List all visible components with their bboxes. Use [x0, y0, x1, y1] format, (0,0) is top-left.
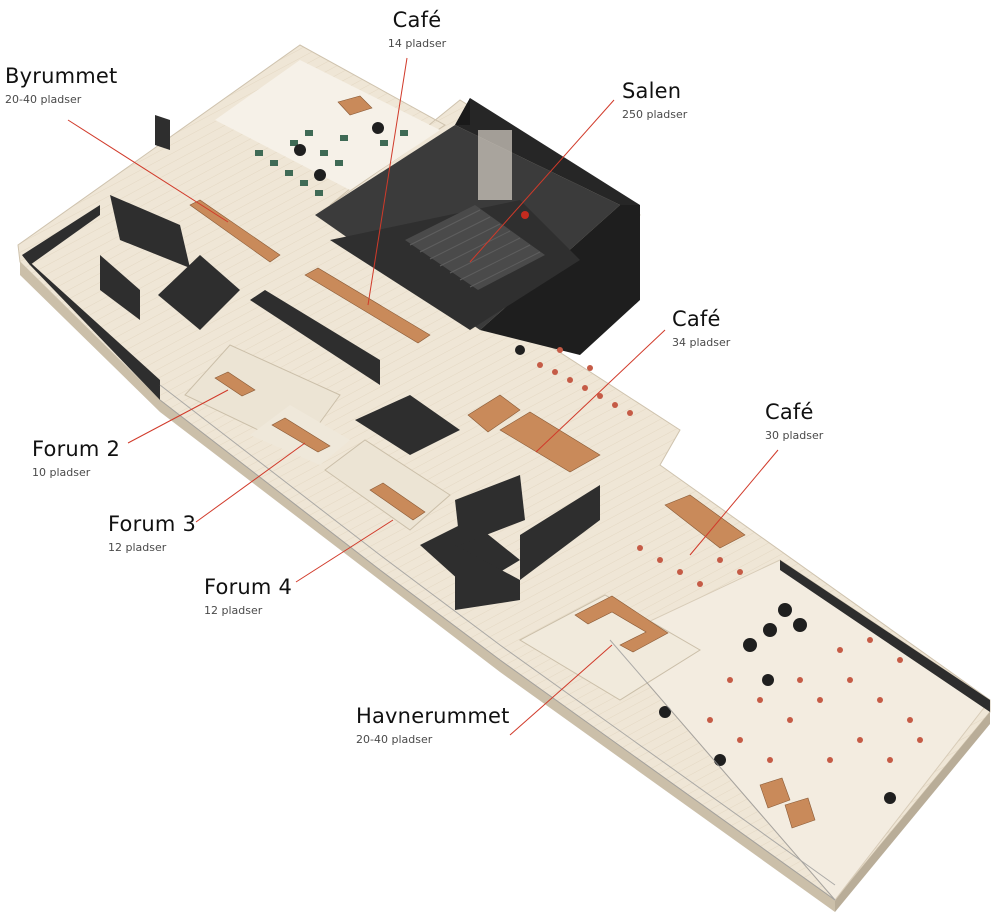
leader-line-havnerummet [509, 644, 613, 736]
room-capacity: 250 pladser [622, 108, 688, 121]
leader-line-forum4 [295, 519, 394, 583]
room-capacity: 14 pladser [387, 37, 447, 50]
room-name: Forum 2 [32, 437, 121, 461]
room-name: Havnerummet [356, 704, 510, 728]
room-label-forum3: Forum 3 12 pladser [108, 512, 197, 554]
room-name: Forum 3 [108, 512, 197, 536]
plants [294, 122, 896, 804]
room-name: Café [765, 400, 814, 424]
room-capacity: 34 pladser [672, 336, 731, 349]
leader-line-cafe-right [689, 449, 779, 556]
room-label-cafe-right: Café 30 pladser [765, 400, 824, 442]
room-name: Salen [622, 79, 682, 103]
leader-lines [67, 57, 779, 736]
room-label-havnerummet: Havnerummet 20-40 pladser [356, 704, 510, 746]
room-name: Café [672, 307, 721, 331]
room-name: Café [392, 8, 442, 32]
leader-line-byrummet [67, 119, 229, 223]
room-label-forum2: Forum 2 10 pladser [32, 437, 121, 479]
room-capacity: 20-40 pladser [5, 93, 82, 106]
room-capacity: 12 pladser [204, 604, 263, 617]
leader-line-forum3 [195, 442, 306, 523]
salen-hall [315, 98, 640, 355]
room-label-byrummet: Byrummet 20-40 pladser [5, 64, 118, 106]
room-capacity: 10 pladser [32, 466, 91, 479]
leader-line-forum2 [127, 389, 229, 444]
room-name: Forum 4 [204, 575, 293, 599]
room-capacity: 20-40 pladser [356, 733, 433, 746]
room-label-cafe-top: Café 14 pladser [372, 8, 462, 50]
top-cafe-chairs [255, 130, 408, 196]
room-label-cafe-mid: Café 34 pladser [672, 307, 731, 349]
room-label-salen: Salen 250 pladser [622, 79, 688, 121]
glass-facade [159, 384, 836, 901]
room-floors [184, 60, 701, 701]
room-label-forum4: Forum 4 12 pladser [204, 575, 293, 617]
conference-tables [189, 95, 816, 829]
room-name: Byrummet [5, 64, 118, 88]
room-capacity: 12 pladser [108, 541, 167, 554]
leader-line-cafe-top [367, 57, 408, 306]
leader-line-cafe-mid [535, 329, 666, 453]
cafe-chairs [537, 347, 923, 763]
room-capacity: 30 pladser [765, 429, 824, 442]
walls [22, 115, 600, 610]
leader-line-salen [469, 99, 615, 263]
